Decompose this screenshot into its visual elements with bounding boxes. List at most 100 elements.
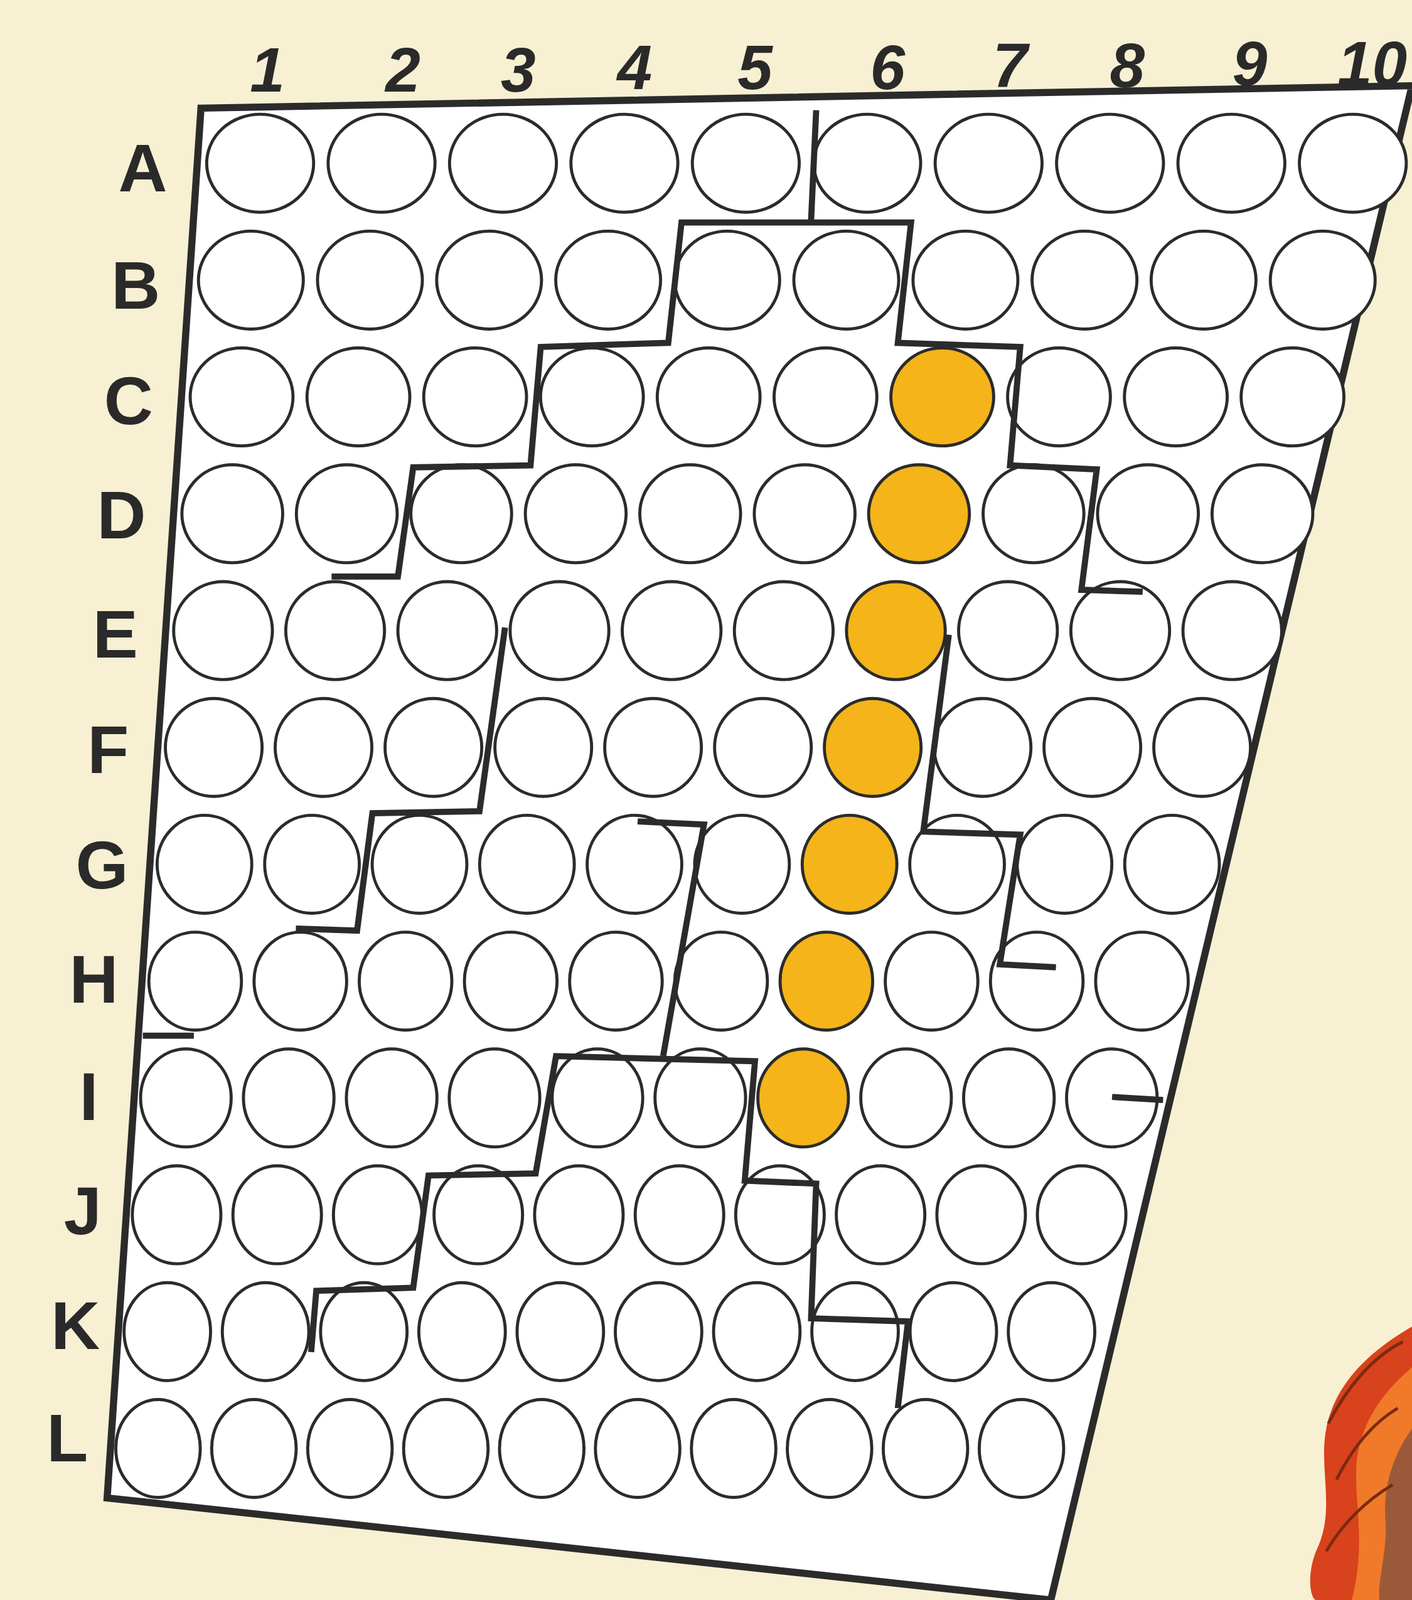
peg-hole (510, 581, 609, 680)
peg-hole (1095, 932, 1189, 1031)
row-letter: A (118, 134, 168, 203)
filled-peg (824, 698, 922, 797)
peg-hole (222, 1282, 309, 1381)
column-number: 8 (1110, 33, 1146, 97)
peg-hole (232, 1165, 322, 1264)
peg-hole (173, 581, 273, 680)
peg-hole (713, 1282, 801, 1381)
peg-hole (836, 1165, 926, 1264)
peg-hole (674, 230, 780, 329)
peg-hole (418, 1282, 506, 1381)
peg-hole (691, 1399, 777, 1498)
row-letter: H (69, 945, 119, 1014)
peg-hole (552, 1049, 643, 1148)
peg-hole (861, 1049, 952, 1148)
peg-hole (657, 348, 760, 447)
peg-hole (116, 1399, 201, 1498)
peg-hole (1124, 815, 1220, 914)
peg-hole (254, 932, 348, 1031)
row-letter: L (46, 1404, 88, 1473)
column-number: 1 (249, 38, 285, 102)
peg-hole (734, 581, 833, 680)
peg-hole (397, 581, 497, 680)
peg-hole (958, 581, 1058, 680)
peg-hole (714, 698, 812, 797)
peg-hole (1299, 114, 1407, 213)
peg-hole (296, 465, 398, 563)
peg-hole (913, 230, 1018, 329)
peg-hole (517, 1282, 604, 1381)
column-number: 9 (1232, 32, 1268, 95)
peg-hole (403, 1399, 489, 1498)
peg-hole (978, 1399, 1064, 1498)
peg-hole (812, 1282, 899, 1381)
column-number: 7 (992, 33, 1028, 97)
peg-hole (1044, 698, 1141, 797)
peg-hole (934, 698, 1032, 797)
peg-hole (423, 348, 527, 447)
peg-hole (882, 1399, 968, 1498)
peg-hole (124, 1282, 211, 1381)
peg-hole (773, 348, 877, 447)
filled-peg (846, 581, 946, 680)
peg-hole (411, 465, 513, 563)
row-letter: K (50, 1292, 100, 1360)
peg-hole (306, 348, 410, 447)
peg-hole (1177, 114, 1285, 213)
filled-peg (758, 1049, 849, 1148)
peg-hole (1032, 230, 1138, 329)
column-number: 5 (737, 35, 773, 99)
peg-hole (156, 815, 252, 914)
peg-hole (190, 348, 294, 447)
peg-hole (372, 815, 467, 914)
peg-hole (1182, 581, 1282, 680)
column-number: 2 (385, 38, 421, 102)
peg-hole (1097, 465, 1199, 563)
peg-hole (787, 1399, 873, 1498)
filled-peg (868, 465, 970, 563)
peg-hole (358, 932, 452, 1031)
peg-hole (211, 1399, 297, 1498)
peg-hole (793, 230, 899, 329)
peg-hole (140, 1049, 231, 1148)
row-letter: F (87, 716, 129, 784)
peg-hole (556, 230, 661, 329)
peg-hole (165, 698, 263, 797)
peg-hole (885, 932, 979, 1031)
row-letter: I (79, 1063, 98, 1131)
filled-peg (891, 348, 995, 447)
peg-hole (264, 815, 360, 914)
peg-hole (1241, 348, 1345, 447)
peg-hole (328, 114, 435, 213)
peg-hole (181, 465, 284, 563)
row-letter: J (64, 1177, 102, 1246)
row-letter: G (75, 831, 129, 900)
peg-hole (1008, 1282, 1096, 1381)
peg-hole (479, 815, 575, 914)
row-letter: B (111, 251, 161, 320)
peg-hole (1270, 230, 1375, 329)
peg-hole (320, 1282, 408, 1381)
peg-hole (525, 465, 627, 563)
row-letter: D (96, 481, 146, 550)
peg-hole (206, 114, 314, 213)
peg-hole (935, 114, 1042, 213)
peg-holes (116, 114, 1407, 1498)
peg-hole (434, 1165, 523, 1264)
peg-hole (639, 465, 741, 563)
peg-hole (692, 114, 799, 213)
peg-hole (635, 1165, 724, 1264)
peg-hole (1154, 698, 1251, 797)
peg-hole (1150, 230, 1256, 329)
peg-hole (1017, 815, 1113, 914)
peg-hole (385, 698, 482, 797)
peg-hole (449, 1049, 540, 1148)
peg-hole (346, 1049, 437, 1148)
peg-hole (754, 465, 856, 563)
column-number: 10 (1337, 32, 1407, 95)
filled-peg (780, 932, 873, 1031)
peg-hole (499, 1399, 585, 1498)
peg-hole (571, 114, 678, 213)
peg-hole (148, 932, 242, 1031)
